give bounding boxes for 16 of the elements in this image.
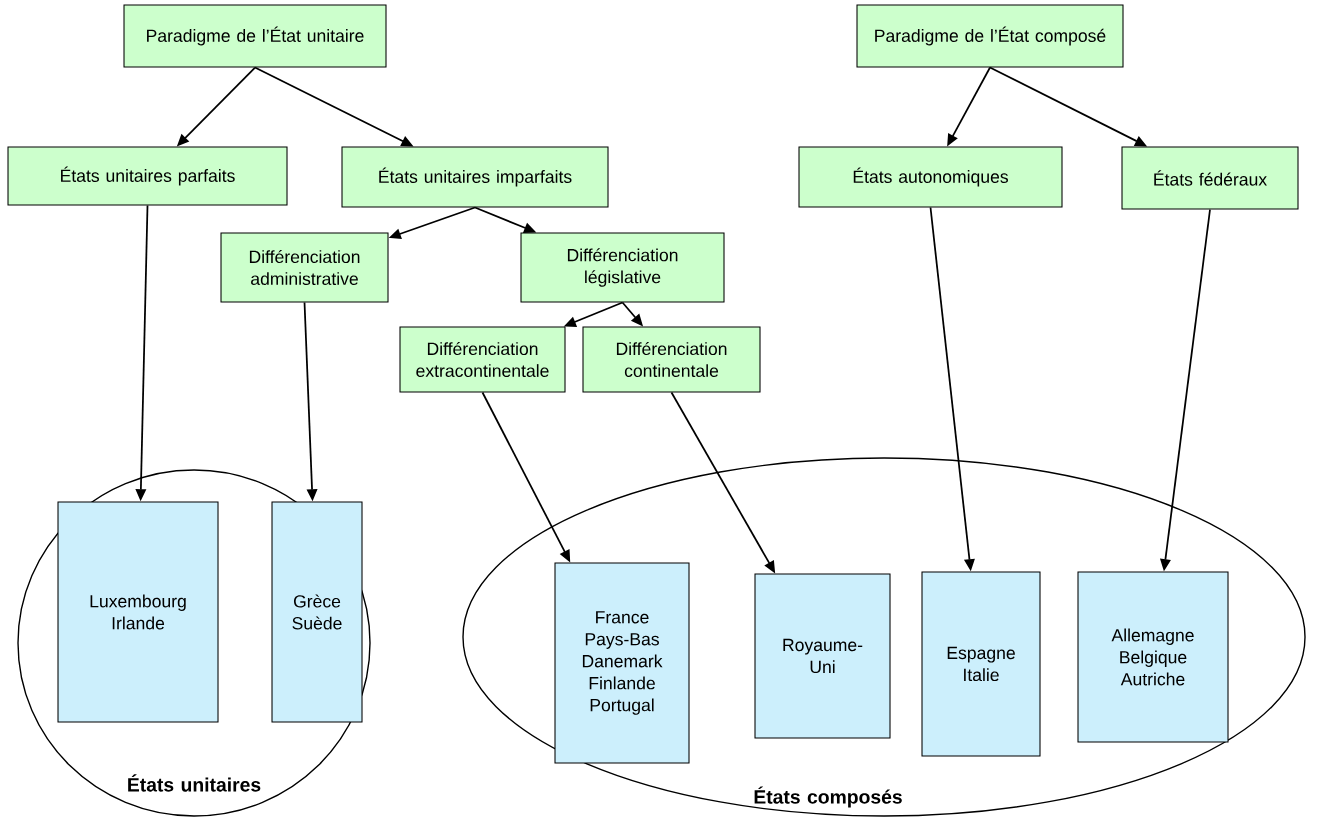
country-box: Royaume-Uni — [754, 573, 891, 739]
category-box: États fédéraux — [1121, 146, 1299, 210]
country-box: Espagne Italie — [921, 571, 1041, 757]
category-box: Différenciation administrative — [220, 232, 389, 303]
category-box: États autonomiques — [798, 146, 1063, 208]
category-box: Différenciation législative — [520, 232, 725, 303]
category-box: États unitaires imparfaits — [341, 146, 609, 208]
category-box: Différenciation extracontinentale — [399, 326, 566, 393]
country-box: Luxembourg Irlande — [57, 501, 219, 723]
category-box: Différenciation continentale — [582, 326, 761, 393]
country-box: Allemagne Belgique Autriche — [1077, 571, 1229, 743]
category-box: Paradigme de l’État unitaire — [123, 4, 387, 68]
category-box: Paradigme de l’État composé — [856, 4, 1124, 68]
country-box: France Pays-Bas Danemark Finlande Portugal — [554, 562, 690, 764]
category-box: États unitaires parfaits — [7, 146, 288, 206]
country-box: Grèce Suède — [271, 501, 363, 723]
